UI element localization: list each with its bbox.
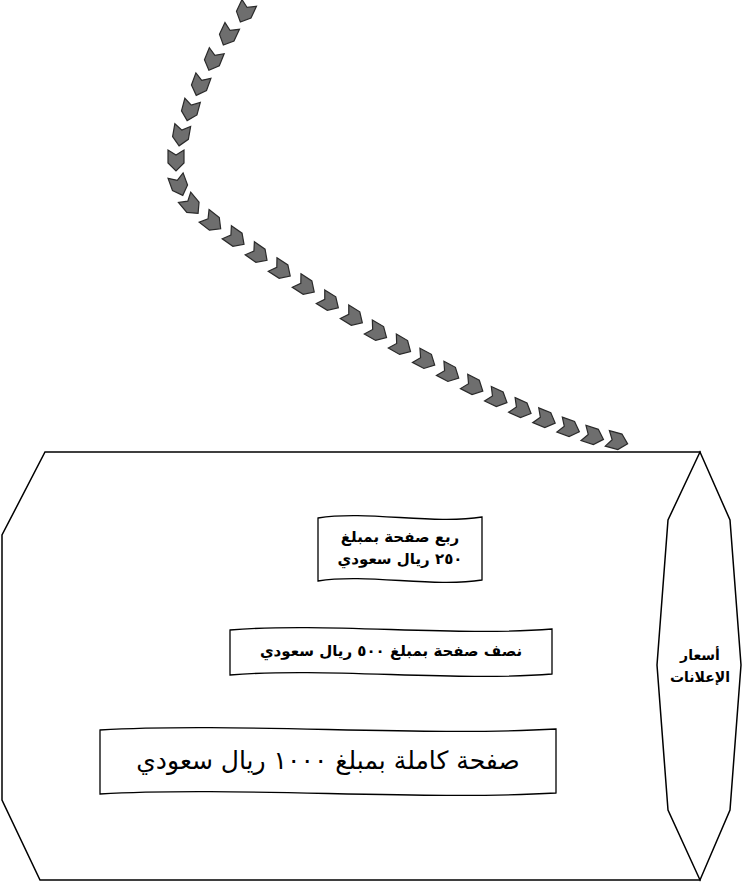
wavy-banner <box>100 728 556 796</box>
wavy-banner <box>230 628 552 677</box>
wavy-banner <box>318 516 482 583</box>
arrow-chain-marks <box>168 0 630 452</box>
banner-outline <box>318 513 482 585</box>
price-text: صفحة كاملة بمبلغ ١٠٠٠ ريال سعودي <box>116 743 540 779</box>
prism-body <box>2 452 700 880</box>
price-banner: ربع صفحة بمبلغ ٢٥٠ ريال سعودي <box>318 513 482 585</box>
price-banner: نصف صفحة بمبلغ ٥٠٠ ريال سعودي <box>230 625 552 679</box>
prism-end-face <box>657 452 741 880</box>
heading-text: أسعار الإعلانات <box>662 644 738 689</box>
price-text: ربع صفحة بمبلغ ٢٥٠ ريال سعودي <box>335 527 465 571</box>
price-text: نصف صفحة بمبلغ ٥٠٠ ريال سعودي <box>244 641 538 663</box>
price-banner: صفحة كاملة بمبلغ ١٠٠٠ ريال سعودي <box>100 725 556 798</box>
price-prism: أسعار الإعلانات ربع صفحة بمبلغ ٢٥٠ ريال س… <box>0 450 744 884</box>
end-face-label: أسعار الإعلانات <box>662 644 738 689</box>
